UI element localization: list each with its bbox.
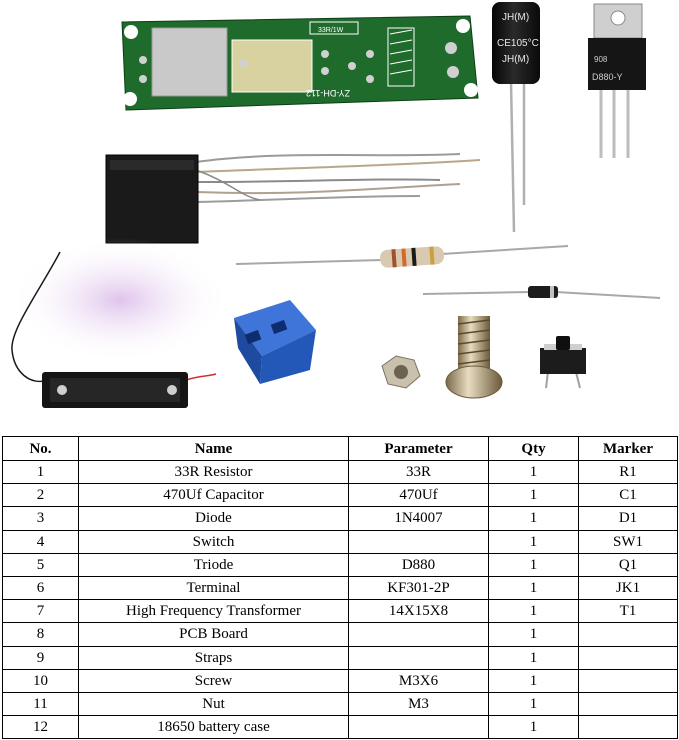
header-no: No. [2,436,79,461]
cell-qty: 1 [488,483,579,508]
cell-qty: 1 [488,459,579,485]
cell-qty: 1 [488,622,579,647]
cell-no: 2 [2,483,79,508]
screw [445,316,503,399]
cell-no: 6 [2,575,79,601]
cell-no: 3 [2,506,79,531]
cell-name: Triode [78,552,349,577]
cell-parameter: 14X15X8 [348,599,489,624]
cell-name: High Frequency Transformer [78,599,349,624]
cell-name: 18650 battery case [78,715,349,740]
cell-name: Switch [78,529,349,554]
cell-name: Diode [78,506,349,531]
cell-no: 4 [2,529,79,554]
cell-parameter: KF301-2P [348,575,489,601]
cell-marker [578,645,678,670]
cap-label-1: JH(M) [502,12,529,23]
cell-name: Nut [78,691,349,717]
pcb-board: 33R/1W ZY-DH-112 [121,15,479,111]
cell-parameter: D880 [348,552,489,577]
cell-marker [578,715,678,740]
cell-parameter: 470Uf [348,483,489,508]
cell-parameter: 33R [348,459,489,485]
cell-parameter [348,645,489,670]
transistor-d880: 908 D880-Y [588,3,646,158]
tactile-switch [540,336,586,389]
transistor-label-1: D880-Y [592,72,623,82]
cell-qty: 1 [488,575,579,601]
cell-no: 7 [2,599,79,624]
components-photo: 33R/1W ZY-DH-112 JH(M) CE105°C JH(M) 908… [10,2,661,408]
cell-marker [578,622,678,647]
cell-qty: 1 [488,668,579,693]
cell-no: 11 [2,691,79,717]
cell-marker [578,668,678,693]
cell-parameter [348,622,489,647]
cell-qty: 1 [488,645,579,670]
header-name: Name [78,436,349,461]
cell-no: 5 [2,552,79,577]
cell-qty: 1 [488,552,579,577]
cell-qty: 1 [488,715,579,740]
cell-no: 1 [2,459,79,485]
cell-parameter [348,715,489,740]
cell-no: 9 [2,645,79,670]
cell-name: PCB Board [78,622,349,647]
cell-no: 10 [2,668,79,693]
cell-qty: 1 [488,599,579,624]
cell-qty: 1 [488,529,579,554]
pcb-label-resistor: 33R/1W [318,27,344,34]
resistor [235,245,569,268]
nut [381,355,421,389]
cell-marker: D1 [578,506,678,531]
cell-name: 470Uf Capacitor [78,483,349,508]
header-qty: Qty [488,436,579,461]
cell-marker: R1 [578,459,678,485]
cell-name: 33R Resistor [78,459,349,485]
cell-name: Terminal [78,575,349,601]
header-marker: Marker [578,436,678,461]
cell-qty: 1 [488,691,579,717]
cell-no: 12 [2,715,79,740]
cell-parameter [348,529,489,554]
cell-marker: SW1 [578,529,678,554]
cell-name: Screw [78,668,349,693]
cell-marker [578,691,678,717]
cell-parameter: M3X6 [348,668,489,693]
transistor-label-2: 908 [594,55,608,64]
cell-marker: T1 [578,599,678,624]
cell-qty: 1 [488,506,579,531]
battery-case [10,238,230,408]
cell-parameter: 1N4007 [348,506,489,531]
cell-no: 8 [2,622,79,647]
header-parameter: Parameter [348,436,489,461]
pcb-label-model: ZY-DH-112 [306,88,350,98]
terminal-block [234,300,316,384]
cell-marker: JK1 [578,575,678,601]
cell-parameter: M3 [348,691,489,717]
transformer [105,153,481,244]
table-header-row: No. Name Parameter Qty Marker [2,436,678,461]
cell-name: Straps [78,645,349,670]
cap-label-2: CE105°C [497,38,539,49]
cell-marker: Q1 [578,552,678,577]
cap-label-3: JH(M) [502,54,529,65]
diode [422,286,661,299]
cell-marker: C1 [578,483,678,508]
capacitor: JH(M) CE105°C JH(M) [492,2,540,233]
